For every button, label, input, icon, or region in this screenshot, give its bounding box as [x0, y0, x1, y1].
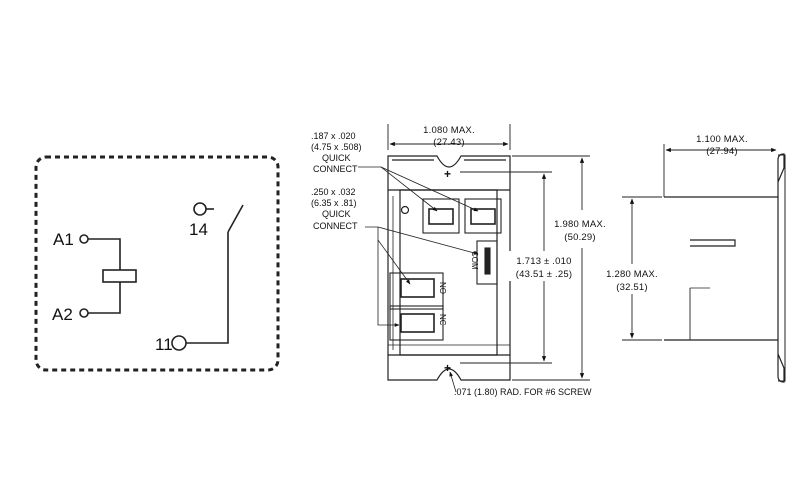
mounting-plate — [387, 155, 511, 381]
contact-symbol — [171, 202, 244, 351]
quick-connect-terminals — [389, 198, 502, 341]
terminal-label-com: COM — [470, 251, 479, 270]
coil-terminal-a2: A2 — [52, 305, 73, 324]
qc-large-size: .250 x .032 — [311, 187, 356, 197]
qc-small-label-2: CONNECT — [313, 164, 358, 174]
mount-spacing-metric: (43.51 ± .25) — [516, 269, 572, 280]
contact-terminal-14: 14 — [189, 220, 208, 239]
side-profile — [664, 153, 786, 383]
mount-spacing-label: 1.713 ± .010 — [516, 256, 571, 267]
width-dimension — [387, 124, 511, 150]
side-view: 1.100 MAX. (27.94) 1.280 MAX. (32.51) — [596, 134, 786, 383]
body-height-metric: (32.51) — [616, 282, 648, 293]
depth-dim-metric: (27.94) — [706, 146, 738, 157]
qc-large-leaders — [365, 226, 479, 327]
terminal-label-no: NO — [438, 282, 447, 294]
schematic-symbol: A1 A2 14 11 — [34, 155, 280, 372]
width-dim-metric: (27.43) — [433, 137, 465, 148]
qc-large-label-2: CONNECT — [313, 221, 358, 231]
screw-note-leader — [449, 371, 457, 393]
schematic-dashed-border — [34, 155, 280, 372]
coil-terminal-a1: A1 — [53, 230, 74, 249]
depth-dim-label: 1.100 MAX. — [696, 134, 748, 145]
qc-small-label-1: QUICK — [322, 153, 351, 163]
qc-large-metric: (6.35 x .81) — [311, 198, 357, 208]
mount-hole-bottom-mark: + — [444, 361, 451, 375]
front-view: + + COM NO NC 1.080 MAX. (27.43) — [311, 124, 614, 397]
body-height-label: 1.280 MAX. — [606, 269, 658, 280]
terminal-label-nc: NC — [438, 314, 447, 326]
height-dim-label: 1.980 MAX. — [554, 219, 606, 230]
screw-note: .071 (1.80) RAD. FOR #6 SCREW — [454, 387, 592, 397]
depth-dimension — [663, 144, 777, 197]
qc-small-metric: (4.75 x .508) — [311, 142, 362, 152]
qc-large-label-1: QUICK — [322, 209, 351, 219]
height-dimension — [512, 155, 590, 381]
mount-hole-top-mark: + — [444, 167, 451, 181]
contact-terminal-11: 11 — [155, 335, 173, 354]
coil-symbol — [79, 234, 137, 318]
qc-small-leaders — [358, 166, 479, 212]
relay-body — [388, 189, 510, 356]
qc-small-size: .187 x .020 — [311, 131, 356, 141]
width-dim-label: 1.080 MAX. — [423, 125, 475, 136]
height-dim-metric: (50.29) — [564, 232, 596, 243]
